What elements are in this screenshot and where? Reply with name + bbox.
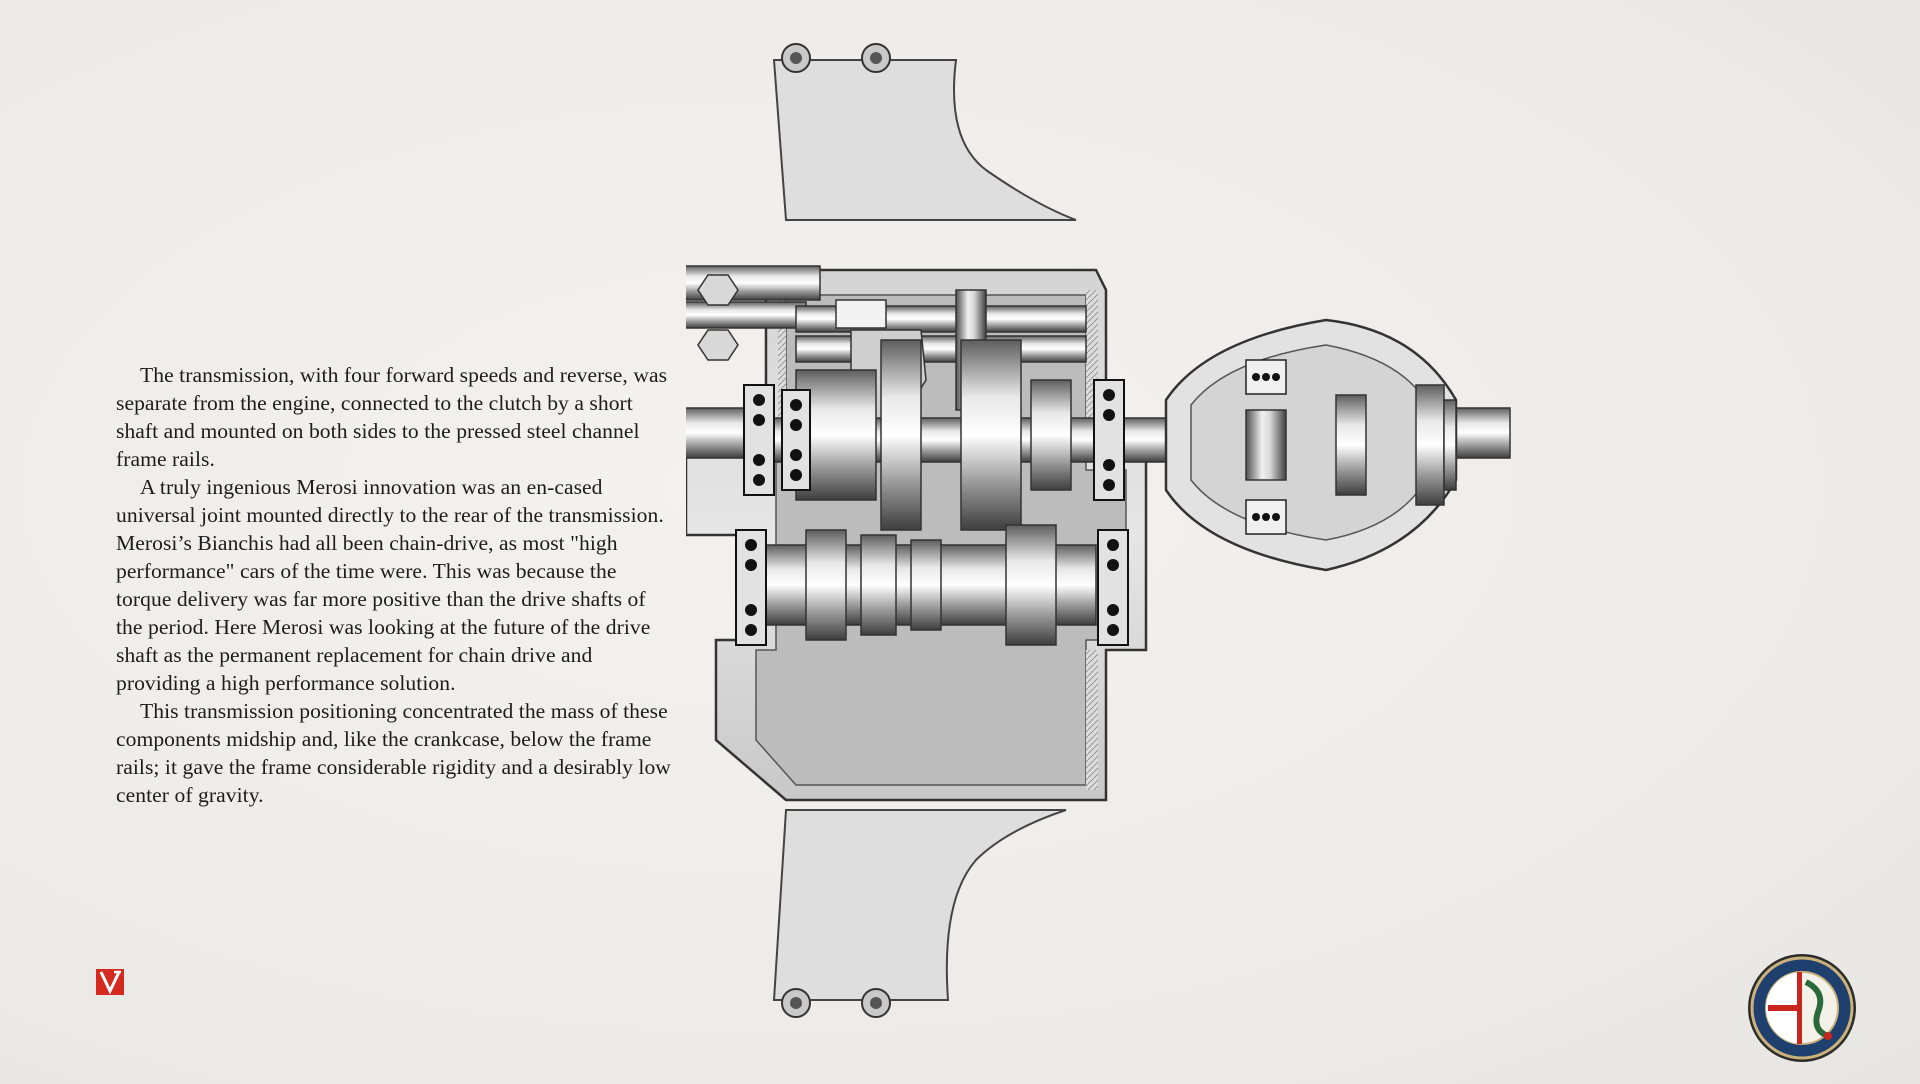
paragraph-3: This transmission positioning concentrat… xyxy=(116,699,671,807)
bearing-balls-left xyxy=(735,379,1129,646)
paragraph-1: The transmission, with four forward spee… xyxy=(116,363,668,471)
transmission-cutaway-diagram xyxy=(686,40,1846,1040)
alfa-romeo-badge-icon xyxy=(1746,952,1858,1064)
transmission-illustration xyxy=(686,43,1511,1018)
paragraph-2: A truly ingenious Merosi innovation was … xyxy=(116,475,664,695)
v-logo-icon xyxy=(96,969,124,995)
article-body: The transmission, with four forward spee… xyxy=(116,361,676,809)
